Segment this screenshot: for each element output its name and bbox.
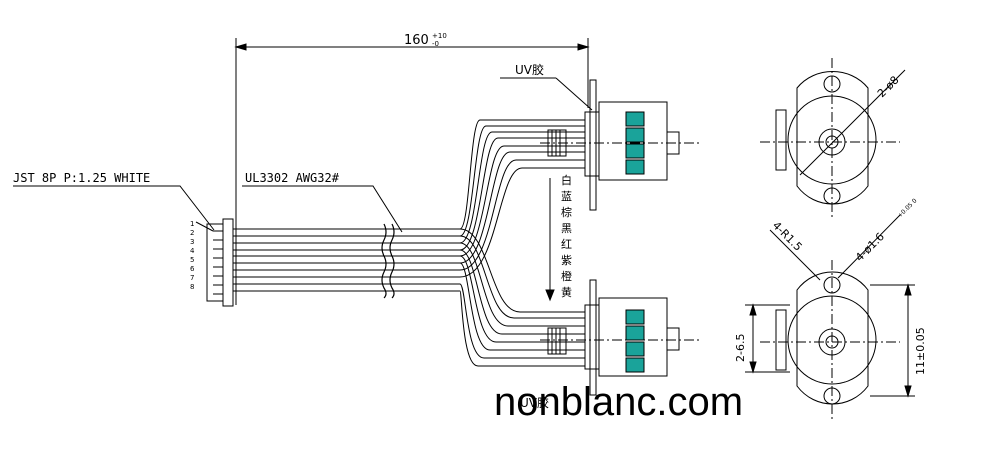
svg-text:蓝: 蓝 [561, 190, 572, 203]
dim-4-phi16-tol: +0.05 0 [896, 197, 918, 219]
dim-4-phi16: 4-ø1.6 [853, 230, 887, 264]
break-mark-1 [381, 223, 387, 299]
dim-4-r15: 4-R1.5 [770, 219, 805, 254]
connector-leader [13, 185, 215, 231]
svg-text:1: 1 [190, 220, 194, 228]
cable-bundle [233, 228, 460, 292]
terminals-top [625, 111, 645, 175]
sleeve-bottom [547, 327, 567, 355]
uv-label-bottom: UV胶 [520, 395, 549, 410]
wire-color-list: 白 蓝 棕 黑 红 紫 橙 黄 [561, 173, 572, 299]
svg-text:2: 2 [190, 229, 194, 237]
length-label: 160 [404, 33, 429, 48]
connector-housing [222, 218, 234, 307]
cable-leader [242, 185, 403, 233]
motor-bottom-front [760, 214, 901, 420]
terminals-bottom [625, 309, 645, 373]
length-tol-upper: +10 [432, 32, 447, 40]
motor-bottom-side [540, 279, 700, 396]
svg-text:白: 白 [561, 173, 572, 187]
motor-top-front [760, 58, 906, 220]
connector-label: JST 8P P:1.25 WHITE [13, 171, 150, 185]
svg-text:红: 红 [561, 238, 572, 251]
uv-leader-top [555, 77, 593, 111]
svg-text:黄: 黄 [561, 285, 572, 299]
dim-11: 11±0.05 [914, 327, 927, 375]
pin-leader [195, 221, 214, 232]
svg-text:紫: 紫 [561, 254, 572, 267]
svg-text:橙: 橙 [561, 269, 572, 283]
svg-text:棕: 棕 [561, 205, 572, 219]
connector-body [206, 223, 224, 302]
dim-2-65: 2-6.5 [734, 334, 747, 362]
svg-text:8: 8 [190, 283, 194, 291]
svg-text:5: 5 [190, 256, 194, 264]
watermark: nonblanc.com [494, 380, 743, 424]
break-mark-2 [389, 223, 395, 299]
uv-label-top: UV胶 [515, 62, 544, 77]
lower-branch-wires [459, 228, 585, 367]
pin-numbers: 1 2 3 4 5 6 7 8 [190, 220, 195, 291]
svg-text:黑: 黑 [561, 222, 572, 235]
svg-text:6: 6 [190, 265, 195, 273]
cable-label: UL3302 AWG32# [245, 171, 340, 185]
svg-text:4: 4 [190, 247, 195, 255]
motor-top-side [540, 79, 700, 211]
svg-text:3: 3 [190, 238, 194, 246]
length-tol-lower: -0 [432, 40, 439, 48]
arrow-right [577, 43, 590, 51]
arrow-left [234, 43, 247, 51]
svg-text:7: 7 [190, 274, 194, 282]
connector-pins [213, 230, 223, 295]
